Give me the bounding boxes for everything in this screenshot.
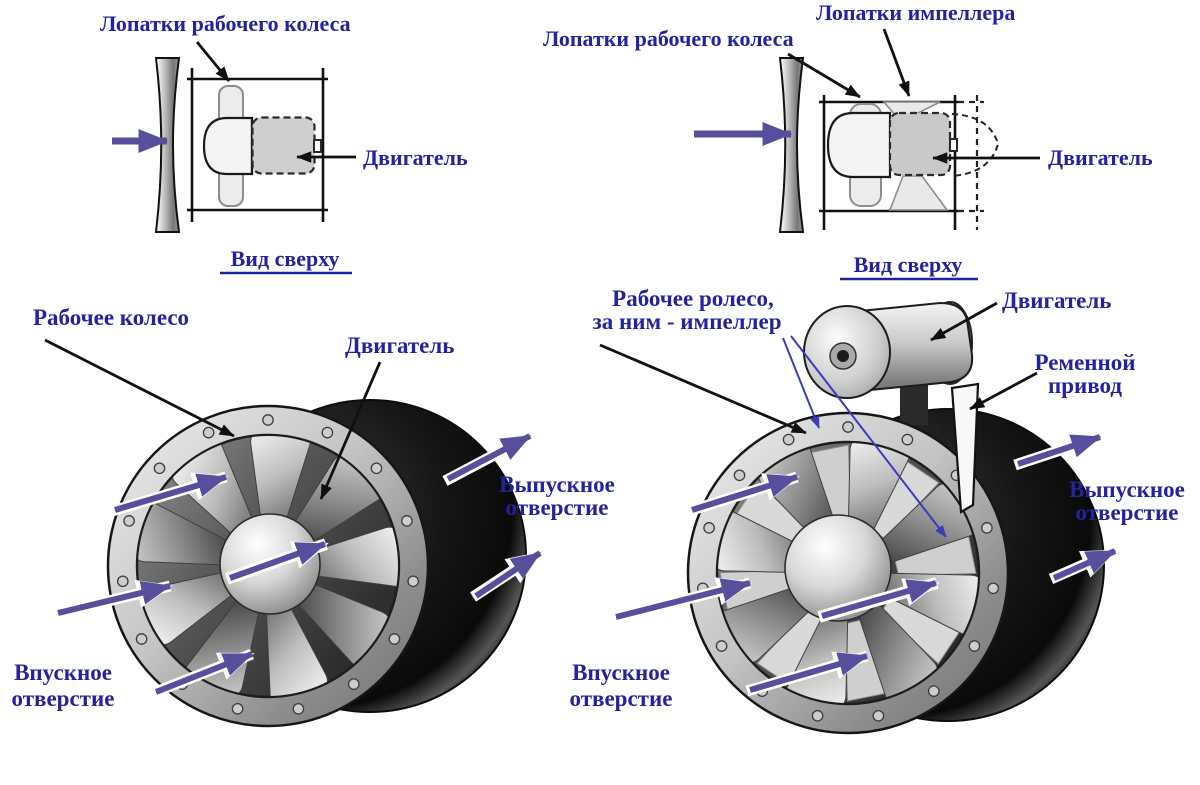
- blades-leader-arrow: [195, 41, 231, 82]
- belt-leader-arrow: [969, 371, 1038, 411]
- inlet-flow-arrow: [150, 648, 255, 699]
- flow-arrows: [611, 431, 1118, 697]
- inlet-flow-arrow: [53, 579, 173, 620]
- blades-label: Лопатки рабочего колеса: [100, 11, 351, 36]
- outlet-flow-arrow: [442, 431, 533, 486]
- inlet-label-line1: Впускное: [14, 660, 112, 685]
- motor-label: Двигатель: [363, 145, 468, 170]
- inlet-bell: [778, 57, 805, 233]
- outlet-flow-arrow: [1013, 431, 1103, 471]
- motor-bracket: [900, 380, 928, 432]
- drive-belt: [950, 382, 980, 514]
- duct-walls: [187, 68, 328, 222]
- inlet-flow-arrow: [687, 471, 800, 517]
- outlet-label-line2: отверстие: [1076, 500, 1179, 525]
- outlet-label-line1: Выпускное: [499, 472, 615, 497]
- impeller-label: Лопатки импеллера: [816, 0, 1015, 25]
- wheel-label-line1: Рабочее ролесо,: [612, 286, 774, 311]
- bolt-ring: [696, 421, 1000, 722]
- inlet-label-line1: Впускное: [572, 660, 670, 685]
- motor-terminal: [949, 138, 958, 152]
- inlet-flow-arrow: [611, 577, 753, 624]
- motor-label: Двигатель: [345, 333, 454, 358]
- view-caption: Вид сверху: [231, 246, 340, 271]
- blades-label: Лопатки рабочего колеса: [543, 26, 794, 51]
- motor-terminal: [313, 139, 322, 153]
- impeller-pointer-thin-arrow: [790, 335, 947, 538]
- wheel-leader-arrow: [44, 338, 235, 438]
- motor-outline: [251, 116, 316, 175]
- outlet-label-line1: Выпускное: [1069, 477, 1185, 502]
- motor-leader-arrow: [319, 361, 382, 500]
- motor-outline: [888, 111, 952, 177]
- drive-motor: [803, 301, 974, 438]
- blades-leader-arrow: [787, 52, 861, 99]
- inlet-flow-arrow: [110, 471, 229, 517]
- hub-sphere: [784, 514, 892, 622]
- inlet-label-line2: отверстие: [570, 686, 673, 711]
- outlet-label-line2: отверстие: [506, 495, 609, 520]
- wheel-leader-arrow: [599, 343, 807, 435]
- inlet-label-line2: отверстие: [12, 686, 115, 711]
- inlet-bell: [154, 57, 181, 233]
- fairing-dashed: [951, 113, 1000, 177]
- belt-label-line1: Ременной: [1034, 350, 1135, 375]
- motor-label: Двигатель: [1002, 288, 1111, 313]
- flow-arrows: [53, 431, 544, 699]
- inlet-flow-arrow: [745, 650, 870, 697]
- wheel-label-line2: за ним - импеллер: [592, 309, 781, 334]
- outlet-flow-arrow: [469, 548, 544, 602]
- top-view-schematic-basic: Лопатки рабочего колеса Двигатель Вид св…: [100, 11, 468, 275]
- hub: [202, 116, 254, 176]
- wheel-label: Рабочее колесо: [33, 305, 189, 330]
- axial-fan-direct-drive: Рабочее колесо Двигатель Выпускное отвер…: [12, 305, 615, 728]
- motor-label: Двигатель: [1048, 145, 1153, 170]
- axis-flow-arrow: [225, 538, 329, 585]
- outlet-flow-arrow: [1048, 545, 1118, 585]
- belt-label-line2: привод: [1048, 373, 1122, 398]
- impeller-leader-arrow: [882, 28, 911, 97]
- bolt-ring: [116, 414, 420, 715]
- motor-leader-arrow: [930, 301, 998, 342]
- top-view-schematic-impeller: Лопатки рабочего колеса Лопатки импеллер…: [543, 0, 1153, 281]
- duct-extension-dashed: [958, 95, 984, 230]
- impeller-blade-bottom: [888, 175, 949, 211]
- axis-flow-arrow: [817, 577, 940, 623]
- axial-fan-belt-drive: Рабочее ролесо, за ним - импеллер Двигат…: [570, 286, 1185, 735]
- hub: [826, 111, 892, 179]
- view-caption: Вид сверху: [854, 252, 963, 277]
- wheel-pointer-thin-arrow: [782, 337, 820, 429]
- shaft: [837, 350, 849, 362]
